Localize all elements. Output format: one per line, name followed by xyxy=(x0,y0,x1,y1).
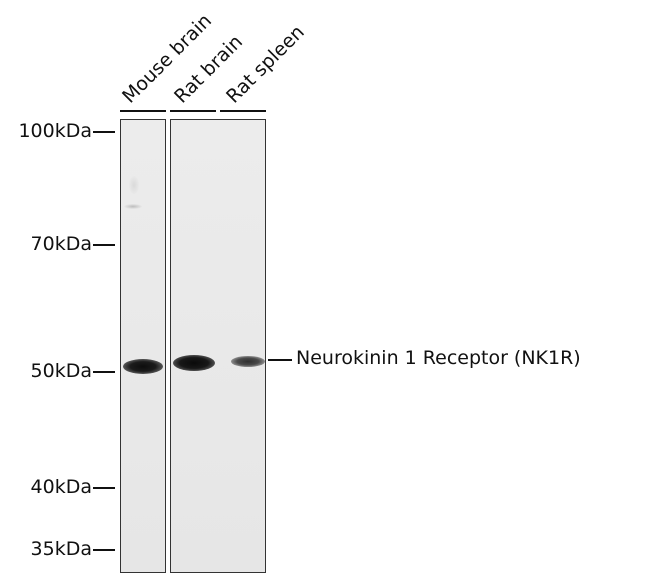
blot-panel-left xyxy=(120,119,166,573)
marker-tick-40kda xyxy=(93,487,115,489)
marker-50kda: 50kDa xyxy=(30,360,92,382)
marker-100kda: 100kDa xyxy=(18,120,92,142)
lane-bar-rat-brain xyxy=(170,110,216,112)
blot-panel-right xyxy=(170,119,266,573)
band-rat-brain xyxy=(173,355,215,371)
target-indicator-line xyxy=(268,359,292,361)
artifact-streak xyxy=(129,176,139,194)
marker-tick-100kda xyxy=(93,131,115,133)
marker-tick-70kda xyxy=(93,244,115,246)
band-rat-spleen xyxy=(231,356,265,367)
marker-tick-50kda xyxy=(93,371,115,373)
artifact-smudge xyxy=(124,204,142,209)
lane-label-mouse-brain: Mouse brain xyxy=(118,9,217,108)
marker-tick-35kda xyxy=(93,549,115,551)
marker-40kda: 40kDa xyxy=(30,476,92,498)
marker-35kda: 35kDa xyxy=(30,538,92,560)
target-label: Neurokinin 1 Receptor (NK1R) xyxy=(296,347,581,369)
marker-70kda: 70kDa xyxy=(30,233,92,255)
band-mouse-brain xyxy=(123,359,163,374)
lane-bar-rat-spleen xyxy=(220,110,266,112)
lane-bar-mouse-brain xyxy=(120,110,166,112)
